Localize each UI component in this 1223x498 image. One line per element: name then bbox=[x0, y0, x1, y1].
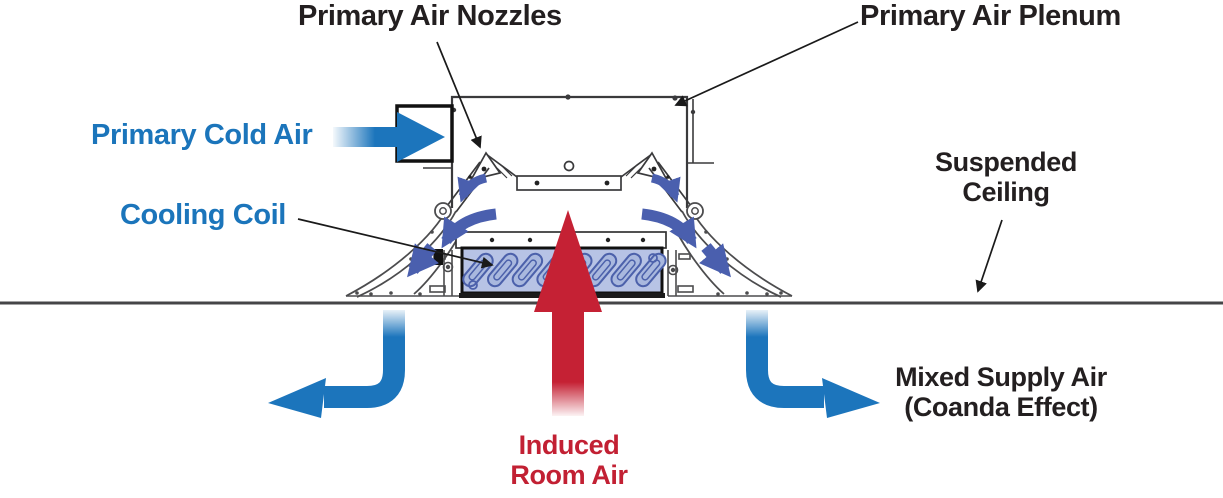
leader-suspended-ceiling bbox=[975, 219, 1003, 293]
label-cooling-coil: Cooling Coil bbox=[120, 199, 286, 231]
label-suspended-ceiling: Suspended Ceiling bbox=[935, 147, 1077, 208]
arrow-fade bbox=[548, 382, 588, 418]
induction-arrows-right bbox=[641, 173, 731, 278]
label-mixed-supply-air: Mixed Supply Air (Coanda Effect) bbox=[895, 362, 1107, 423]
arrow-fade bbox=[381, 307, 407, 337]
coil-tubes bbox=[459, 249, 670, 291]
leader-cooling-coil bbox=[297, 218, 494, 269]
induction-arrow bbox=[641, 208, 697, 249]
arrow-fade bbox=[744, 307, 770, 337]
suspended-ceiling-line bbox=[0, 301, 1223, 305]
label-primary-air-plenum: Primary Air Plenum bbox=[860, 0, 1121, 32]
discharge-skirt-right bbox=[668, 202, 793, 298]
hinge-knob-left bbox=[434, 202, 452, 220]
nozzle-port bbox=[563, 160, 575, 172]
induction-arrow bbox=[650, 173, 681, 203]
nozzle-face-left bbox=[485, 153, 518, 178]
label-primary-cold-air: Primary Cold Air bbox=[91, 119, 313, 151]
arrowhead bbox=[822, 378, 880, 418]
arrow-fade bbox=[331, 108, 375, 166]
leader-primary-air-nozzles bbox=[436, 41, 482, 149]
leader-primary-air-plenum bbox=[674, 21, 859, 107]
hinge-knob-right bbox=[686, 202, 704, 220]
label-primary-air-nozzles: Primary Air Nozzles bbox=[298, 0, 562, 32]
mixed-supply-arrow-left bbox=[268, 307, 407, 418]
nozzle-bar bbox=[516, 175, 622, 191]
nozzle-face-right bbox=[620, 153, 653, 178]
induction-arrow bbox=[699, 243, 731, 278]
arrowhead bbox=[268, 378, 326, 418]
primary-cold-air-arrow bbox=[331, 108, 445, 166]
induction-arrow bbox=[457, 173, 488, 203]
induced-room-air-arrow bbox=[534, 210, 602, 418]
mounting-bracket-right bbox=[667, 250, 694, 296]
leader-lines bbox=[297, 21, 1003, 293]
nozzle-hatch bbox=[496, 165, 642, 179]
mixed-supply-arrow-right bbox=[744, 307, 880, 418]
label-induced-room-air: Induced Room Air bbox=[510, 430, 628, 491]
induction-arrow bbox=[441, 208, 497, 249]
